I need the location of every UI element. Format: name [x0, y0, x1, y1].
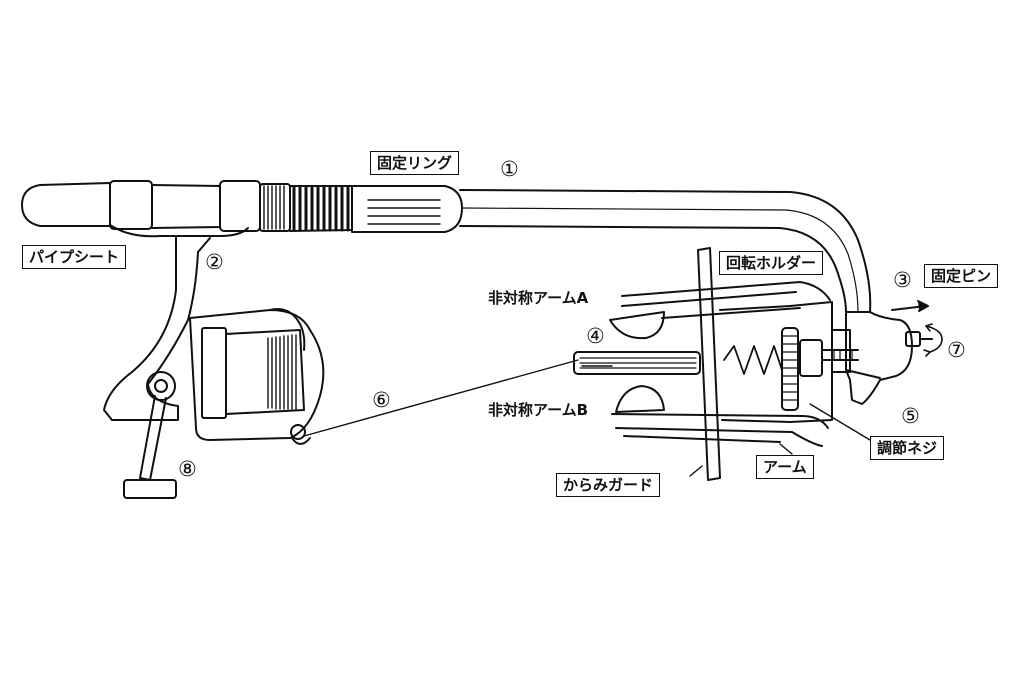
fixing-pin — [905, 323, 943, 357]
pipe-seat-foot — [103, 224, 249, 421]
line-guide — [573, 351, 701, 375]
number-8: ⑧ — [178, 457, 197, 481]
label-karami-guard: からみガード — [556, 473, 661, 497]
number-7: ⑦ — [947, 338, 966, 362]
label-asymmetric-arm-b: 非対称アームB — [488, 401, 589, 419]
fishing-line — [303, 359, 579, 437]
label-asymmetric-arm-a: 非対称アームA — [488, 289, 589, 307]
asymmetric-arm-a — [609, 281, 831, 340]
grip-texture — [263, 185, 285, 230]
fixing-ring-body — [351, 185, 463, 233]
reel-handle — [123, 371, 177, 499]
reel — [189, 308, 325, 445]
number-1: ① — [500, 157, 519, 181]
adjust-gear — [781, 327, 823, 411]
number-3: ③ — [893, 268, 912, 292]
rod-end-block — [845, 311, 913, 405]
label-adjust-screw: 調節ネジ — [870, 436, 945, 460]
number-6: ⑥ — [372, 388, 391, 412]
rod-grip — [21, 180, 291, 232]
label-pipe-seat: パイプシート — [22, 245, 127, 269]
label-arm: アーム — [756, 455, 814, 479]
label-fixing-pin: 固定ピン — [924, 264, 999, 288]
label-fixing-ring: 固定リング — [370, 151, 460, 175]
number-2: ② — [205, 250, 224, 274]
number-4: ④ — [586, 324, 605, 348]
rod-thread — [289, 185, 353, 232]
asymmetric-arm-b — [611, 385, 829, 447]
number-5: ⑤ — [901, 404, 920, 428]
pivot-bolt — [821, 349, 859, 361]
spring — [723, 345, 783, 375]
label-rotary-holder: 回転ホルダー — [719, 251, 824, 275]
rod-shaft — [459, 189, 872, 313]
pull-arrow — [891, 300, 929, 312]
karami-guard-plate — [697, 247, 721, 481]
